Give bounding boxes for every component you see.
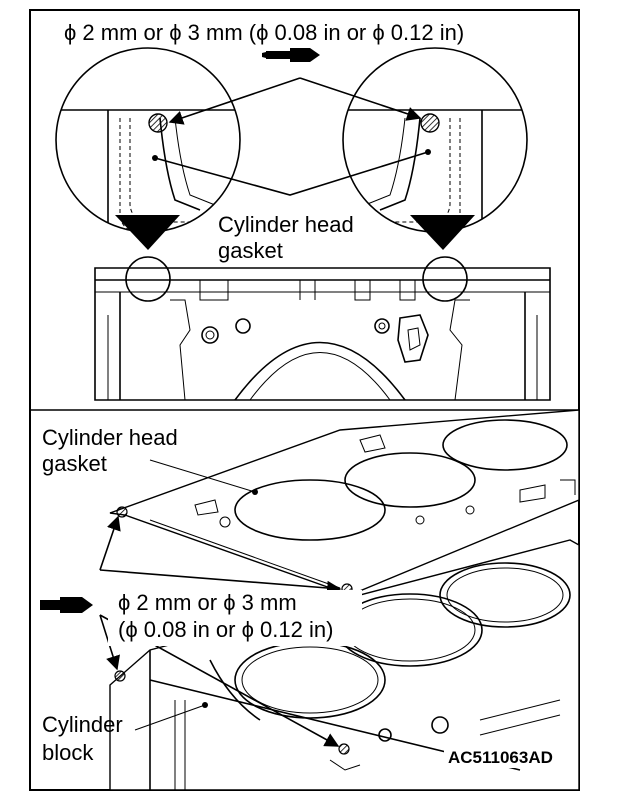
- arrow-gasket-left: [99, 515, 121, 571]
- gasket-label-top-line1: Cylinder head: [218, 212, 354, 237]
- cylinder-block: [109, 539, 580, 791]
- leader-block: [134, 704, 206, 731]
- gasket-label-top-line2: gasket: [218, 238, 283, 263]
- leader-gasket: [149, 459, 256, 493]
- block-label-line1: Cylinder: [42, 712, 123, 737]
- pointer-wedge-left: [115, 215, 180, 250]
- arrow-gasket-right: [99, 569, 342, 596]
- gasket-label-bottom-line2: gasket: [42, 451, 107, 476]
- block-label-line2: block: [42, 740, 94, 765]
- top-panel: ϕ 2 mm or ϕ 3 mm (ϕ 0.08 in or ϕ 0.12 in…: [55, 20, 551, 401]
- dim-label-bottom-line1: ϕ 2 mm or ϕ 3 mm: [118, 590, 297, 615]
- figure-code: AC511063AD: [448, 748, 553, 767]
- magnifier-right: [342, 47, 528, 250]
- dim-label-bottom-line2: (ϕ 0.08 in or ϕ 0.12 in): [118, 617, 333, 642]
- dim-label-top: ϕ 2 mm or ϕ 3 mm (ϕ 0.08 in or ϕ 0.12 in…: [64, 20, 464, 45]
- pointer-wedge-right: [410, 215, 475, 250]
- sealant-tube-icon-bottom: [40, 597, 93, 613]
- block-front-view: [94, 256, 551, 401]
- arrow-sealant-right: [299, 77, 422, 121]
- gasket-leader-top: [154, 151, 429, 196]
- bottom-panel: Cylinder head gasket ϕ 2 mm or ϕ 3 mm (ϕ…: [40, 409, 580, 791]
- sealant-tube-icon: [262, 48, 320, 62]
- arrow-sealant-left: [168, 77, 301, 125]
- gasket-label-bottom-line1: Cylinder head: [42, 425, 178, 450]
